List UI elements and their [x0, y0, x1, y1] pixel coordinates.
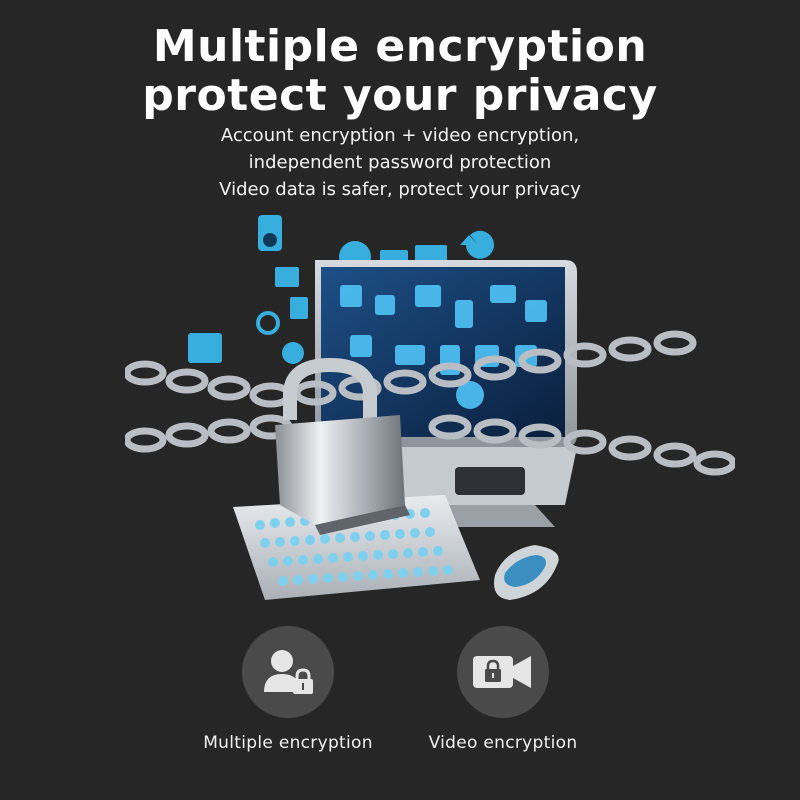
- monitor: [315, 260, 577, 527]
- chain-lower: [125, 414, 735, 476]
- subtitle: Account encryption + video encryption, i…: [0, 122, 800, 203]
- subtitle-line-1: Account encryption + video encryption,: [220, 125, 580, 146]
- headline: Multiple encryption protect your privacy: [0, 22, 800, 120]
- feature-row: Multiple encryption Video encryption: [0, 626, 800, 766]
- mouse: [494, 545, 559, 600]
- feature-video-encryption: Video encryption: [403, 626, 603, 753]
- locked-computer-illustration: [125, 215, 735, 600]
- subtitle-line-3: Video data is safer, protect your privac…: [219, 179, 581, 200]
- video-lock-icon: [473, 656, 531, 688]
- headline-line-1: Multiple encryption: [152, 21, 648, 72]
- headline-line-2: protect your privacy: [142, 70, 658, 121]
- chains: [125, 330, 735, 476]
- feature-circle: [457, 626, 549, 718]
- feature-multiple-encryption: Multiple encryption: [188, 626, 388, 753]
- feature-label: Multiple encryption: [203, 733, 373, 753]
- subtitle-line-2: independent password protection: [248, 152, 552, 173]
- keyboard: [233, 495, 480, 600]
- feature-circle: [242, 626, 334, 718]
- user-lock-icon: [264, 650, 313, 694]
- feature-label: Video encryption: [428, 733, 578, 753]
- chain-upper: [125, 330, 697, 408]
- padlock-icon: [275, 357, 410, 535]
